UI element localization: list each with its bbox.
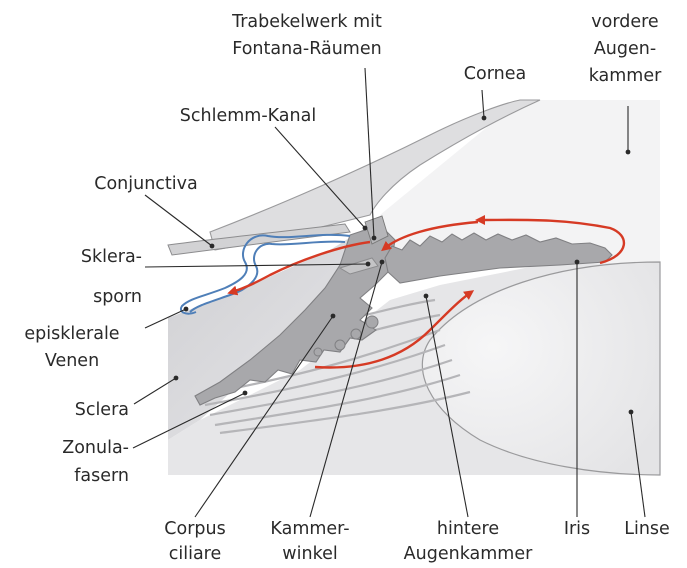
label-corpus-line2: ciliare xyxy=(169,544,222,564)
label-cornea: Cornea xyxy=(464,64,526,84)
label-conjunctiva: Conjunctiva xyxy=(94,174,198,194)
label-sklerasporn-line2: sporn xyxy=(93,287,142,307)
label-linse: Linse xyxy=(624,519,670,539)
label-kammerwinkel-line2: winkel xyxy=(282,544,337,564)
label-zonulafasern-line2: fasern xyxy=(74,466,129,486)
label-kammerwinkel-line1: Kammer- xyxy=(270,519,349,539)
label-trabekelwerk-line1: Trabekelwerk mit xyxy=(231,12,382,32)
label-iris: Iris xyxy=(564,519,590,539)
label-vordere-line3: kammer xyxy=(589,66,662,86)
label-vordere-line1: vordere xyxy=(591,12,658,32)
label-sklerasporn-line1: Sklera- xyxy=(81,247,142,267)
label-hintere-line2: Augenkammer xyxy=(404,544,533,564)
label-vordere-line2: Augen- xyxy=(594,39,656,59)
label-corpus-line1: Corpus xyxy=(164,519,225,539)
label-trabekelwerk-line2: Fontana-Räumen xyxy=(232,39,381,59)
label-episklerale-line1: episklerale xyxy=(24,324,119,344)
label-hintere-line1: hintere xyxy=(437,519,499,539)
label-episklerale-line2: Venen xyxy=(45,351,99,371)
label-zonulafasern-line1: Zonula- xyxy=(62,438,129,458)
label-sclera: Sclera xyxy=(75,400,129,420)
label-schlemm-kanal: Schlemm-Kanal xyxy=(180,106,316,126)
